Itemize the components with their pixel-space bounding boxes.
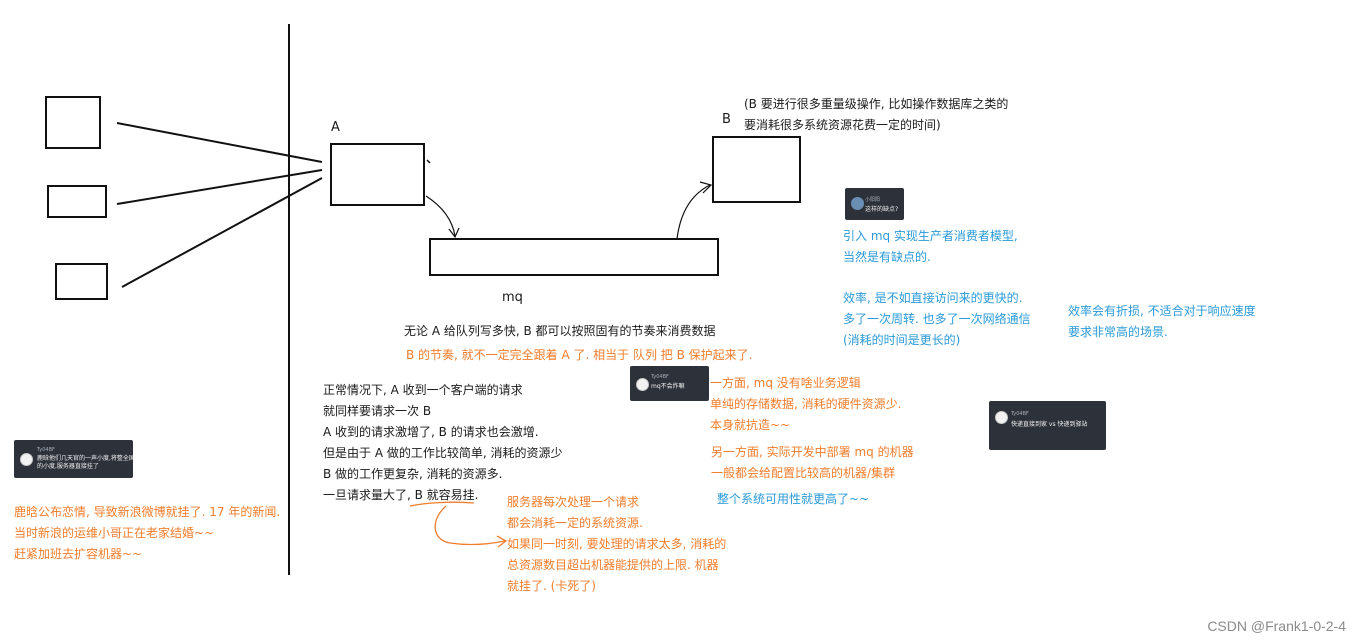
server-a-box — [330, 143, 425, 206]
chat-message: 这样的缺点? — [865, 206, 899, 213]
avatar — [995, 411, 1008, 424]
note-line: 一旦请求量大了, B 就容易挂. — [323, 488, 479, 502]
avatar — [20, 453, 33, 466]
note-line: 当然是有缺点的. — [843, 250, 931, 264]
chat-message: 快递直接到家 vs 快递到驿站 — [1011, 421, 1088, 428]
client-box-3 — [55, 263, 108, 300]
note-line: (B 要进行很多重量级操作, 比如操作数据库之类的 — [744, 97, 1009, 111]
chat-mq: Ty04BF mq不会炸嘛 — [630, 366, 709, 401]
note-line: 效率会有折损, 不适合对于响应速度 — [1068, 304, 1256, 318]
note-line: 如果同一时刻, 要处理的请求太多, 消耗的 — [507, 537, 727, 551]
note-line: 一方面, mq 没有啥业务逻辑 — [710, 376, 861, 390]
client-link-1 — [116, 122, 323, 163]
client-link-3 — [121, 177, 323, 288]
chat-username: Ty04BF — [37, 447, 55, 453]
efficiency-note: 效率, 是不如直接访问来的更快的. 多了一次周转. 也多了一次网络通信 (消耗的… — [843, 288, 1031, 351]
note-line: 要消耗很多系统资源花费一定的时间) — [744, 118, 941, 132]
server-resource-note: 服务器每次处理一个请求 都会消耗一定的系统资源. 如果同一时刻, 要处理的请求太… — [507, 492, 726, 597]
explain-arrow — [434, 505, 506, 546]
note-line: 但是由于 A 做的工作比较简单, 消耗的资源少 — [323, 446, 563, 460]
chat-username: Ty04BF — [651, 374, 669, 380]
rhythm-note: 无论 A 给队列写多快, B 都可以按照固有的节奏来消费数据 — [404, 324, 716, 338]
note-line: 本身就抗造~~ — [710, 418, 791, 432]
note-line: 当时新浪的运维小哥正在老家结婚~~ — [14, 526, 215, 540]
note-line: (消耗的时间是更长的) — [843, 333, 961, 347]
client-link-2 — [116, 169, 323, 205]
efficiency-loss-note: 效率会有折损, 不适合对于响应速度 要求非常高的场景. — [1068, 301, 1256, 343]
mq-to-b-arrowhead — [699, 181, 713, 194]
chat-delivery: Ty04BF 快递直接到家 vs 快递到驿站 — [989, 401, 1106, 450]
chat-weibo: Ty04BF 鹿晗他们几天官的一声小度,将整全国 的小度,服务器直接挂了 — [14, 440, 133, 478]
note-line: 另一方面, 实际开发中部署 mq 的机器 — [711, 445, 914, 459]
chat-drawback: 小阳阳 这样的缺点? — [845, 188, 904, 220]
server-b-box — [712, 136, 801, 203]
server-a-tick — [426, 159, 431, 164]
label-mq: mq — [502, 290, 523, 305]
note-line: 就挂了. (卡死了) — [507, 579, 596, 593]
chat-username: 小阳阳 — [865, 197, 881, 203]
note-line: 引入 mq 实现生产者消费者模型, — [843, 229, 1018, 243]
a-to-mq-arrowhead — [448, 227, 460, 239]
client-box-1 — [45, 96, 101, 149]
avatar — [851, 197, 864, 210]
chat-username: Ty04BF — [1011, 411, 1029, 417]
mq-reason-1: 一方面, mq 没有啥业务逻辑 单纯的存储数据, 消耗的硬件资源少. 本身就抗造… — [710, 373, 901, 436]
drawback-note: 引入 mq 实现生产者消费者模型, 当然是有缺点的. — [843, 226, 1018, 268]
note-line: 鹿晗公布恋情, 导致新浪微博就挂了. 17 年的新闻. — [14, 505, 281, 519]
note-line: B 做的工作更复杂, 消耗的资源多. — [323, 467, 503, 481]
mq-to-b-arrow — [676, 184, 711, 240]
label-b: B — [722, 112, 731, 127]
explain-arrowhead — [496, 535, 508, 548]
highlight-underline — [409, 501, 475, 507]
note-line: 单纯的存储数据, 消耗的硬件资源少. — [710, 397, 902, 411]
note-line: 都会消耗一定的系统资源. — [507, 516, 643, 530]
note-line: 正常情况下, A 收到一个客户端的请求 — [323, 383, 523, 397]
weibo-story-note: 鹿晗公布恋情, 导致新浪微博就挂了. 17 年的新闻. 当时新浪的运维小哥正在老… — [14, 502, 280, 565]
label-a: A — [331, 120, 340, 135]
mq-reason-2: 另一方面, 实际开发中部署 mq 的机器 一般都会给配置比较高的机器/集群 — [711, 442, 914, 484]
a-to-mq-arrow — [425, 195, 456, 237]
note-line: 效率, 是不如直接访问来的更快的. — [843, 291, 1023, 305]
csdn-watermark: CSDN @Frank1-0-2-4 — [1207, 618, 1346, 634]
client-box-2 — [47, 185, 107, 218]
chat-message: 鹿晗他们几天官的一声小度,将整全国 的小度,服务器直接挂了 — [37, 455, 133, 471]
note-line: 服务器每次处理一个请求 — [507, 495, 640, 509]
chat-message: mq不会炸嘛 — [651, 383, 685, 390]
note-line: 一般都会给配置比较高的机器/集群 — [711, 466, 896, 480]
note-line: 赶紧加班去扩容机器~~ — [14, 547, 143, 561]
note-line: 总资源数目超出机器能提供的上限. 机器 — [507, 558, 719, 572]
normal-case-note: 正常情况下, A 收到一个客户端的请求 就同样要请求一次 B A 收到的请求激增… — [323, 380, 562, 506]
note-line: 要求非常高的场景. — [1068, 325, 1168, 339]
mq-queue-box — [429, 238, 719, 276]
note-line: 多了一次周转. 也多了一次网络通信 — [843, 312, 1031, 326]
note-line: 就同样要请求一次 B — [323, 404, 432, 418]
avatar — [636, 378, 649, 391]
availability-note: 整个系统可用性就更高了~~ — [717, 492, 870, 506]
chat-message-line: 的小度,服务器直接挂了 — [37, 463, 99, 470]
note-line: A 收到的请求激增了, B 的请求也会激增. — [323, 425, 539, 439]
protect-note: B 的节奏, 就不一定完全跟着 A 了. 相当于 队列 把 B 保护起来了. — [406, 348, 753, 362]
chat-message-line: 鹿晗他们几天官的一声小度,将整全国 — [37, 455, 133, 462]
b-description: (B 要进行很多重量级操作, 比如操作数据库之类的 要消耗很多系统资源花费一定的… — [744, 94, 1008, 136]
